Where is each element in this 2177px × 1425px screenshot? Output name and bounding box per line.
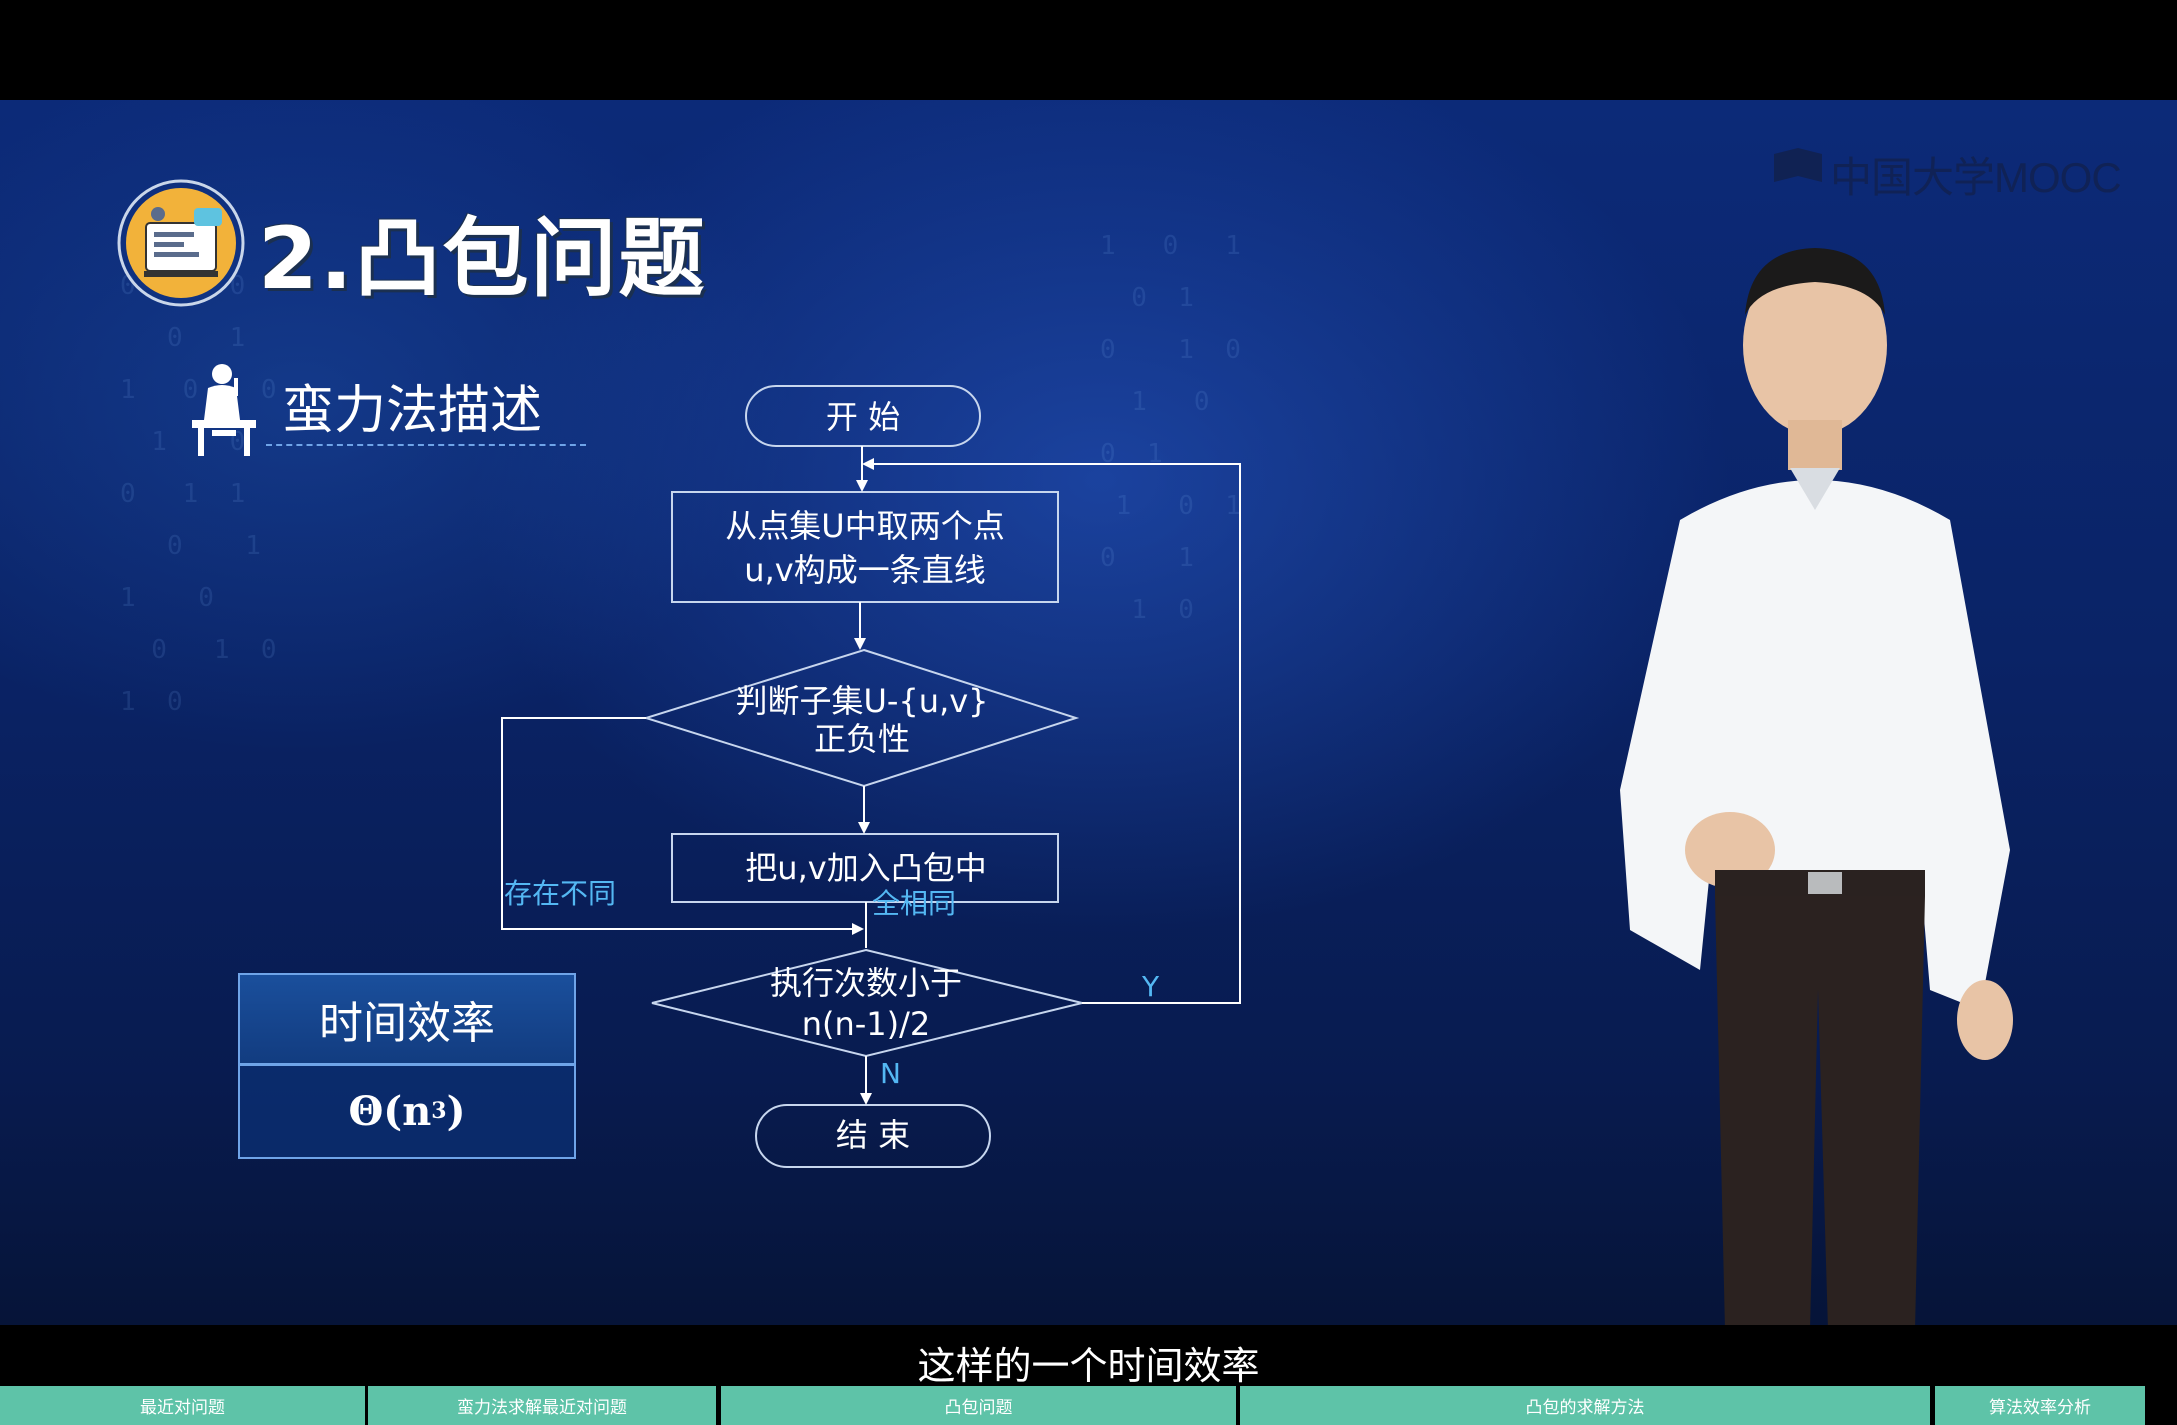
chapter-marker-2[interactable]: 蛮力法求解最近对问题 [368,1386,716,1425]
end-label: 结 束 [836,1116,910,1154]
decision1-line2: 正负性 [814,720,910,758]
slide-title: 2.凸包问题 [258,209,707,309]
chapter-marker-1[interactable]: 最近对问题 [0,1386,365,1425]
label-no: N [880,1057,901,1090]
section-title: 蛮力法描述 [282,381,543,441]
video-letterbox-top [0,0,2177,100]
arrow-loop-back [862,458,1241,1004]
efficiency-exponent: 3 [431,1098,447,1124]
efficiency-base: Θ(n [348,1087,432,1135]
chapter-marker-4[interactable]: 凸包的求解方法 [1240,1386,1930,1425]
mooc-logo-icon [1774,148,1822,182]
flowchart: 开 始 从点集U中取两个点 u,v构成一条直线 判断子集U-{u,v} 正负性 … [501,385,1241,1168]
end-terminal [755,1104,991,1168]
background-digits: 1 0 1 0 1 0 1 0 1 0 0 1 1 0 1 0 1 1 0 [1100,231,1241,625]
step2-label: 把u,v加入凸包中 [745,849,986,887]
time-efficiency-header: 时间效率 [240,975,574,1066]
background-digits: 0 1 0 0 1 1 0 0 1 0 0 1 1 0 1 1 0 0 1 0 … [120,271,277,717]
arrow-differ-branch [501,717,864,935]
presenter-desk-icon [192,364,256,456]
efficiency-close: ) [446,1087,466,1135]
video-subtitle: 这样的一个时间效率 [917,1344,1260,1388]
start-label: 开 始 [826,398,900,436]
decision2-line2: n(n-1)/2 [802,1005,931,1043]
video-frame[interactable]: 0 1 0 0 1 1 0 0 1 0 0 1 1 0 1 1 0 0 1 0 … [0,100,2177,1325]
chapter-marker-3[interactable]: 凸包问题 [721,1386,1236,1425]
label-same: 全相同 [872,887,956,920]
decision1-line1: 判断子集U-{u,v} [735,682,988,720]
presenter-figure [1620,248,2013,1325]
mooc-logo: 中国大学MOOC [1830,154,2122,201]
course-badge-icon [117,179,245,307]
step-pick-two-points [671,491,1059,603]
step1-line1: 从点集U中取两个点 [725,507,1004,545]
section-underline [266,444,586,446]
subtitle-bar [0,1325,2177,1383]
label-differ: 存在不同 [504,877,616,910]
chapter-marker-5[interactable]: 算法效率分析 [1935,1386,2145,1425]
step1-line2: u,v构成一条直线 [744,551,985,589]
decision2-line1: 执行次数小于 [770,964,962,1002]
label-yes: Y [1141,970,1160,1003]
